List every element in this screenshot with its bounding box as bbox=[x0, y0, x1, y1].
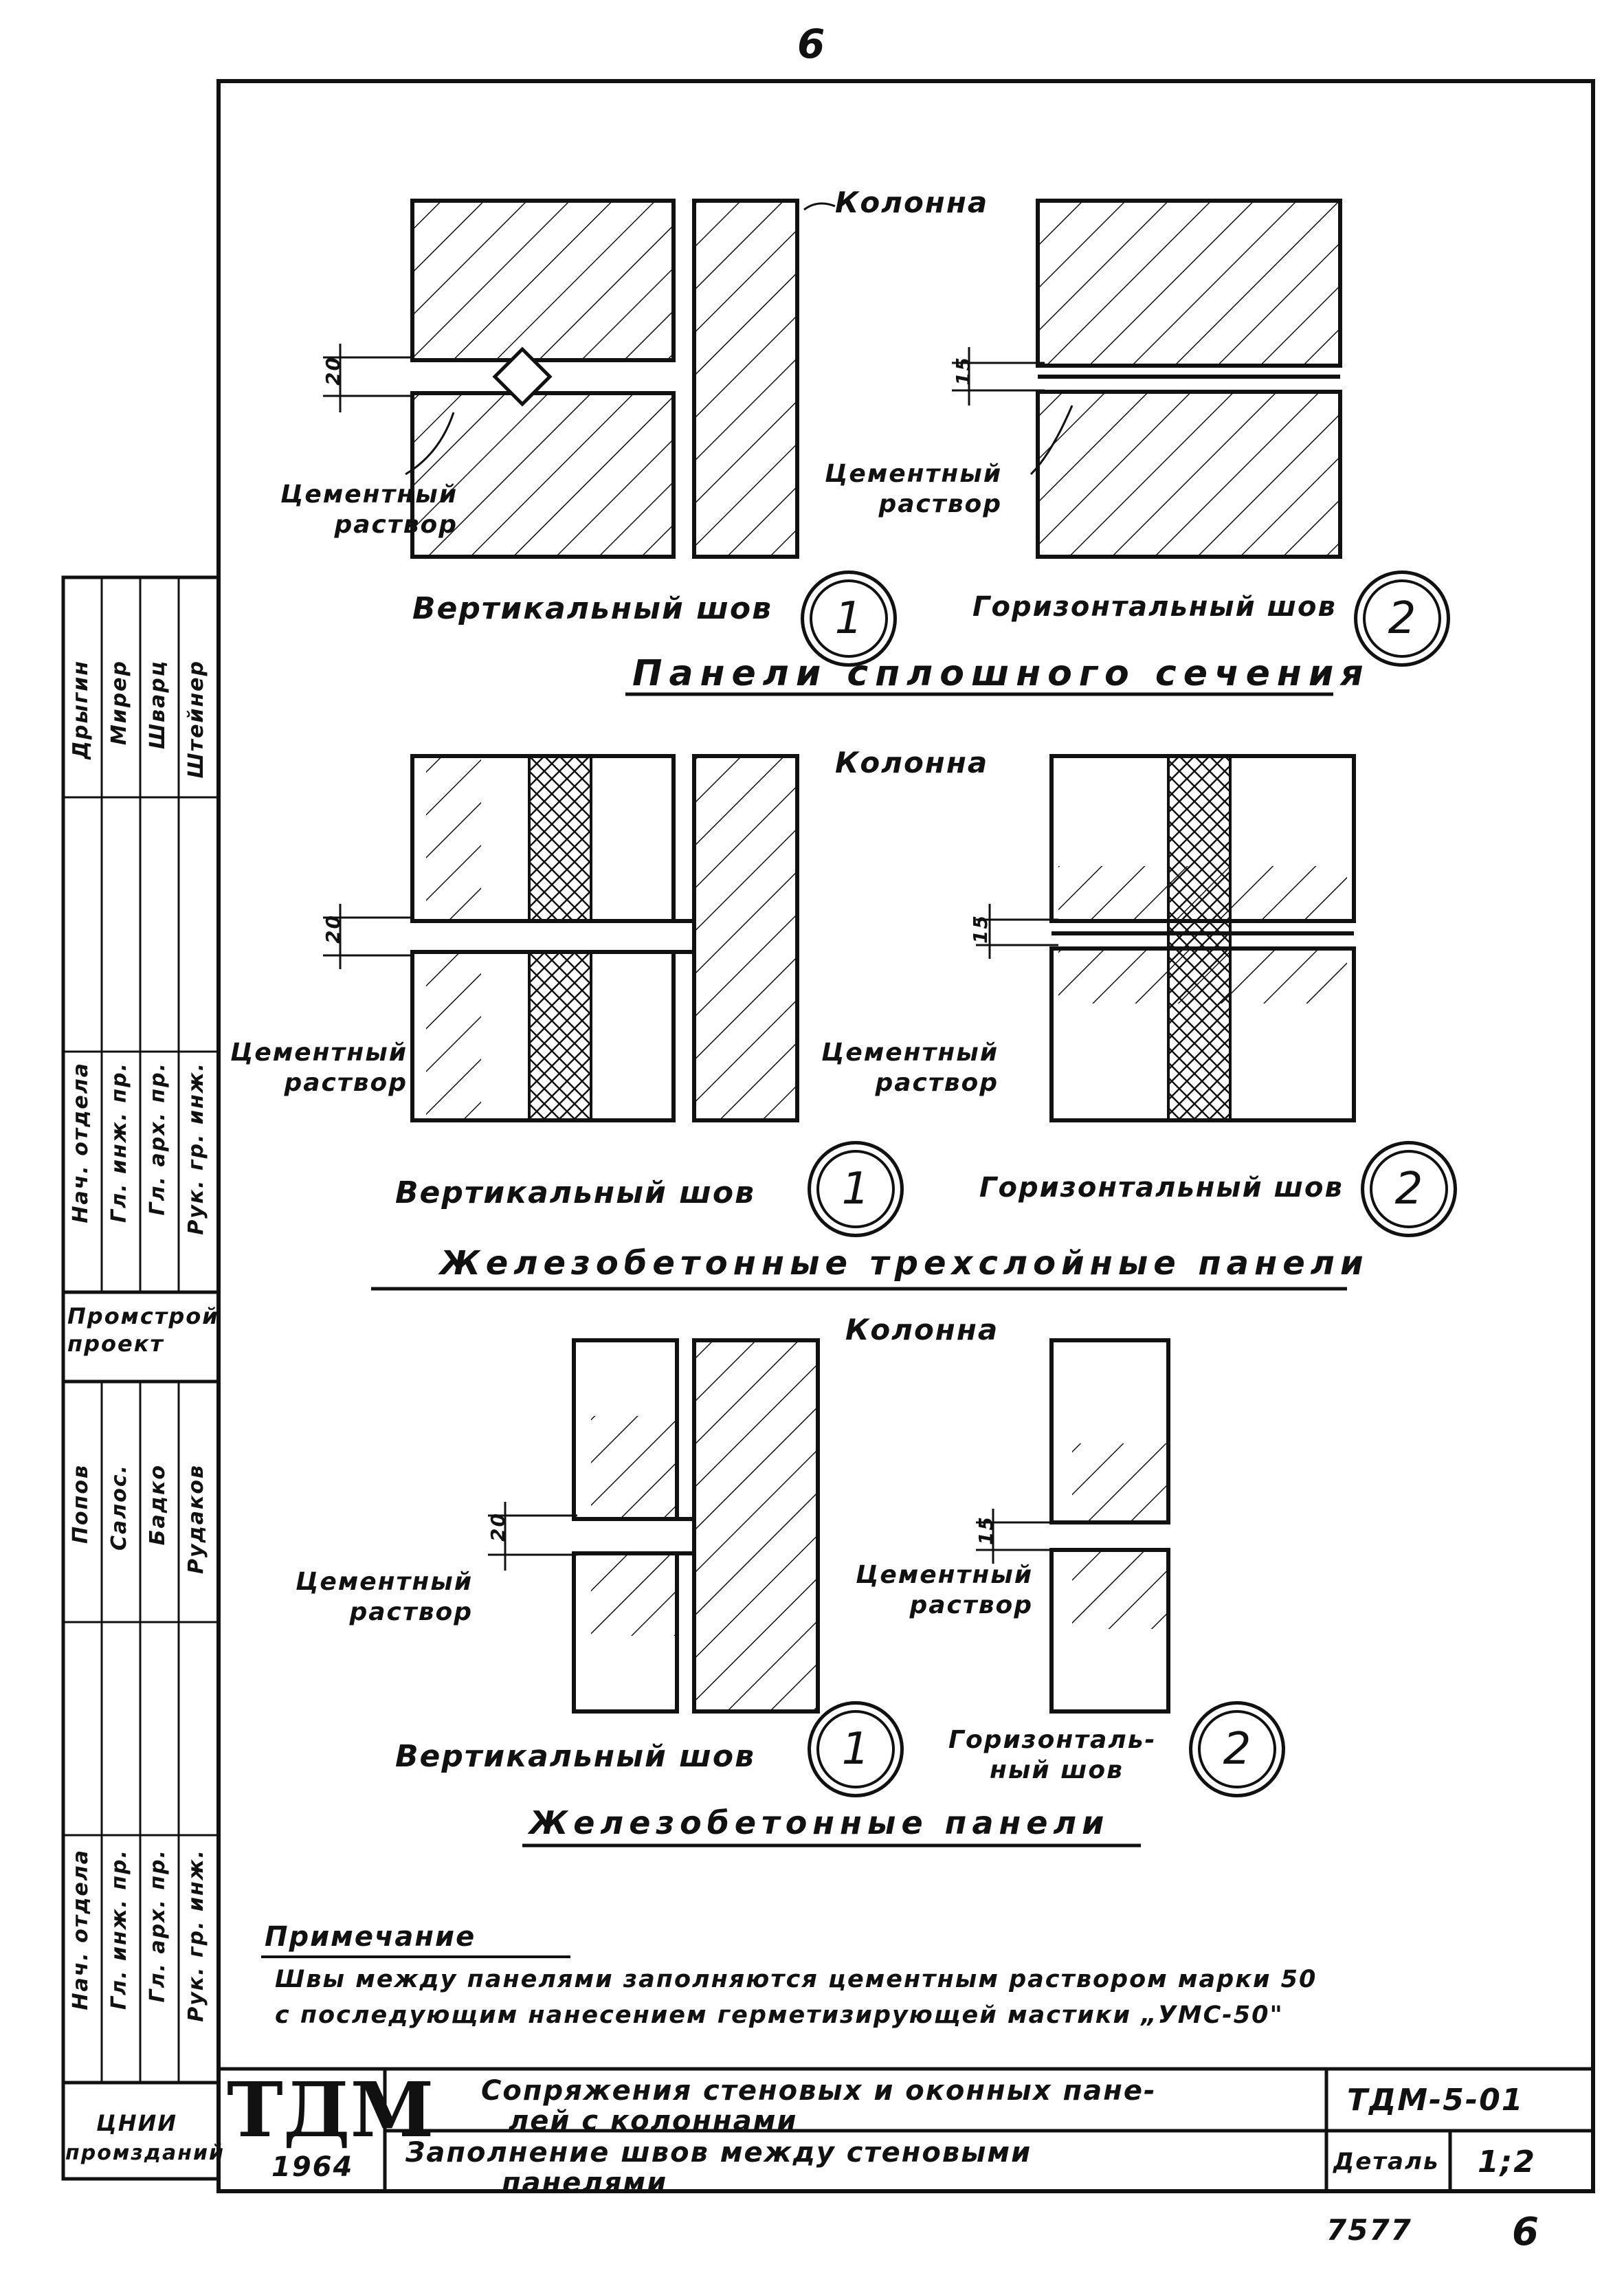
stamp-org-1: ЦНИИ bbox=[96, 2110, 178, 2136]
marker-text: 2 bbox=[1394, 1164, 1423, 1215]
detail-marker-1a: 1 bbox=[801, 570, 897, 667]
label-cement-3a: Цементный раствор bbox=[296, 1567, 473, 1628]
note-line-2: с последующим нанесением герметизирующей… bbox=[275, 2002, 1284, 2029]
s2-horizontal-panels bbox=[1049, 754, 1356, 1122]
label-cement-1a: Цементный раствор bbox=[280, 480, 458, 540]
dim-20-s2: 20 bbox=[322, 914, 344, 944]
label-vertical-seam-2: Вертикальный шов bbox=[395, 1175, 755, 1210]
stamp-text: Заполнение швов между стеновыми bbox=[405, 2137, 1032, 2169]
label-text: Цементный bbox=[825, 460, 1003, 488]
detail-marker-2b: 2 bbox=[1361, 1141, 1457, 1237]
label-horizontal-seam-1: Горизонтальный шов bbox=[972, 591, 1337, 623]
s3-horizontal-panels bbox=[1049, 1338, 1170, 1714]
dim-15-s3: 15 bbox=[975, 1516, 997, 1545]
sidebar-org: Промстрой проект bbox=[67, 1303, 219, 1357]
label-cement-2a: Цементный раствор bbox=[230, 1038, 408, 1098]
s3-vertical-panels bbox=[572, 1338, 820, 1714]
marker-text: 1 bbox=[834, 593, 863, 644]
label-text: раствор bbox=[334, 511, 458, 539]
label-column-3: Колонна bbox=[845, 1313, 999, 1346]
sidebar-lower-name-4: Рудаков bbox=[184, 1464, 208, 1574]
s1-horizontal-panels bbox=[1036, 199, 1342, 559]
label-column-1: Колонна bbox=[835, 186, 989, 219]
sidebar-upper-role-1: Нач. отдела bbox=[69, 1062, 93, 1223]
stamp-org-2: промзданий bbox=[65, 2141, 225, 2165]
detail-marker-1b: 1 bbox=[808, 1141, 904, 1237]
label-vertical-seam-1: Вертикальный шов bbox=[412, 591, 772, 626]
sidebar-upper-name-4: Штейнер bbox=[184, 660, 208, 779]
sidebar-upper-role-2: Гл. инж. пр. bbox=[107, 1062, 131, 1223]
stamp-code: ТДМ-5-01 bbox=[1347, 2083, 1524, 2118]
stamp-title-bottom: Заполнение швов между стеновыми панелями bbox=[405, 2138, 1032, 2198]
stamp-year: 1964 bbox=[271, 2151, 354, 2183]
marker-text: 1 bbox=[841, 1164, 870, 1215]
label-text: раствор bbox=[878, 490, 1003, 518]
section-title-1: Панели сплошного сечения bbox=[632, 653, 1370, 694]
detail-marker-2a: 2 bbox=[1354, 570, 1450, 667]
label-text: раствор bbox=[284, 1069, 408, 1097]
sidebar-lower-name-2: Салос. bbox=[107, 1464, 131, 1551]
sidebar-lower-role-3: Гл. арх. пр. bbox=[146, 1849, 170, 2003]
sidebar-upper-name-1: Дрыгин bbox=[69, 660, 93, 759]
stamp-text: лей с колоннами bbox=[509, 2105, 798, 2137]
label-horizontal-seam-2: Горизонтальный шов bbox=[979, 1172, 1344, 1204]
label-text: раствор bbox=[909, 1591, 1034, 1619]
label-text: Цементный bbox=[821, 1039, 999, 1067]
sidebar-lower-role-2: Гл. инж. пр. bbox=[107, 1849, 131, 2010]
stamp-detail-value: 1;2 bbox=[1478, 2144, 1536, 2180]
sidebar-upper-name-2: Мирер bbox=[107, 660, 131, 746]
dim-15-s1: 15 bbox=[952, 356, 975, 386]
label-vertical-seam-3: Вертикальный шов bbox=[395, 1739, 755, 1774]
stamp-detail-label: Деталь bbox=[1333, 2148, 1440, 2175]
label-text: Цементный bbox=[856, 1561, 1034, 1589]
sidebar-lower-name-1: Попов bbox=[69, 1464, 93, 1544]
label-text: Горизонталь- bbox=[948, 1726, 1157, 1754]
label-column-2: Колонна bbox=[835, 746, 989, 779]
s1-vertical-panels bbox=[410, 199, 799, 559]
stamp-logo: ТДМ bbox=[227, 2065, 434, 2154]
dim-15-s2: 15 bbox=[969, 914, 992, 944]
marker-text: 1 bbox=[841, 1724, 870, 1775]
label-text: раствор bbox=[875, 1069, 999, 1097]
dim-20-s3: 20 bbox=[487, 1512, 509, 1542]
label-text: Цементный bbox=[296, 1568, 474, 1596]
label-text: раствор bbox=[349, 1598, 474, 1626]
label-cement-3b: Цементный раствор bbox=[856, 1560, 1033, 1621]
sidebar-lower-role-4: Рук. гр. инж. bbox=[184, 1849, 208, 2022]
label-cement-1b: Цементный раствор bbox=[825, 459, 1002, 520]
sidebar-upper-name-3: Шварц bbox=[146, 660, 170, 749]
marker-text: 2 bbox=[1223, 1724, 1252, 1775]
label-text: ный шов bbox=[990, 1756, 1124, 1784]
dim-20-s1: 20 bbox=[322, 356, 344, 386]
stamp-text: Сопряжения стеновых и оконных пане- bbox=[481, 2075, 1157, 2107]
stamp-text: панелями bbox=[502, 2167, 668, 2199]
detail-marker-2c: 2 bbox=[1189, 1701, 1285, 1797]
title-block bbox=[216, 2069, 1593, 2193]
detail-marker-1c: 1 bbox=[808, 1701, 904, 1797]
marker-text: 2 bbox=[1388, 593, 1416, 644]
sidebar-upper-role-3: Гл. арх. пр. bbox=[146, 1062, 170, 1216]
label-horizontal-seam-3: Горизонталь- ный шов bbox=[948, 1725, 1156, 1786]
label-cement-2b: Цементный раствор bbox=[821, 1038, 999, 1098]
page-number-top: 6 bbox=[797, 21, 827, 67]
note-line-1: Швы между панелями заполняются цементным… bbox=[275, 1966, 1317, 1993]
page-number-bottom: 6 bbox=[1512, 2210, 1540, 2254]
section-title-2: Железобетонные трехслойные панели bbox=[440, 1244, 1369, 1283]
label-text: Цементный bbox=[280, 480, 458, 509]
sidebar-lower-role-1: Нач. отдела bbox=[69, 1849, 93, 2010]
inventory-number: 7577 bbox=[1326, 2213, 1412, 2247]
section-title-3: Железобетонные панели bbox=[529, 1804, 1110, 1841]
stamp-title-top: Сопряжения стеновых и оконных пане- лей … bbox=[481, 2076, 1157, 2136]
label-text: Цементный bbox=[230, 1039, 408, 1067]
sidebar-lower-name-3: Бадко bbox=[146, 1464, 170, 1546]
sidebar-upper-role-4: Рук. гр. инж. bbox=[184, 1062, 208, 1235]
s2-vertical-panels bbox=[410, 754, 799, 1122]
note-heading: Примечание bbox=[265, 1921, 476, 1953]
